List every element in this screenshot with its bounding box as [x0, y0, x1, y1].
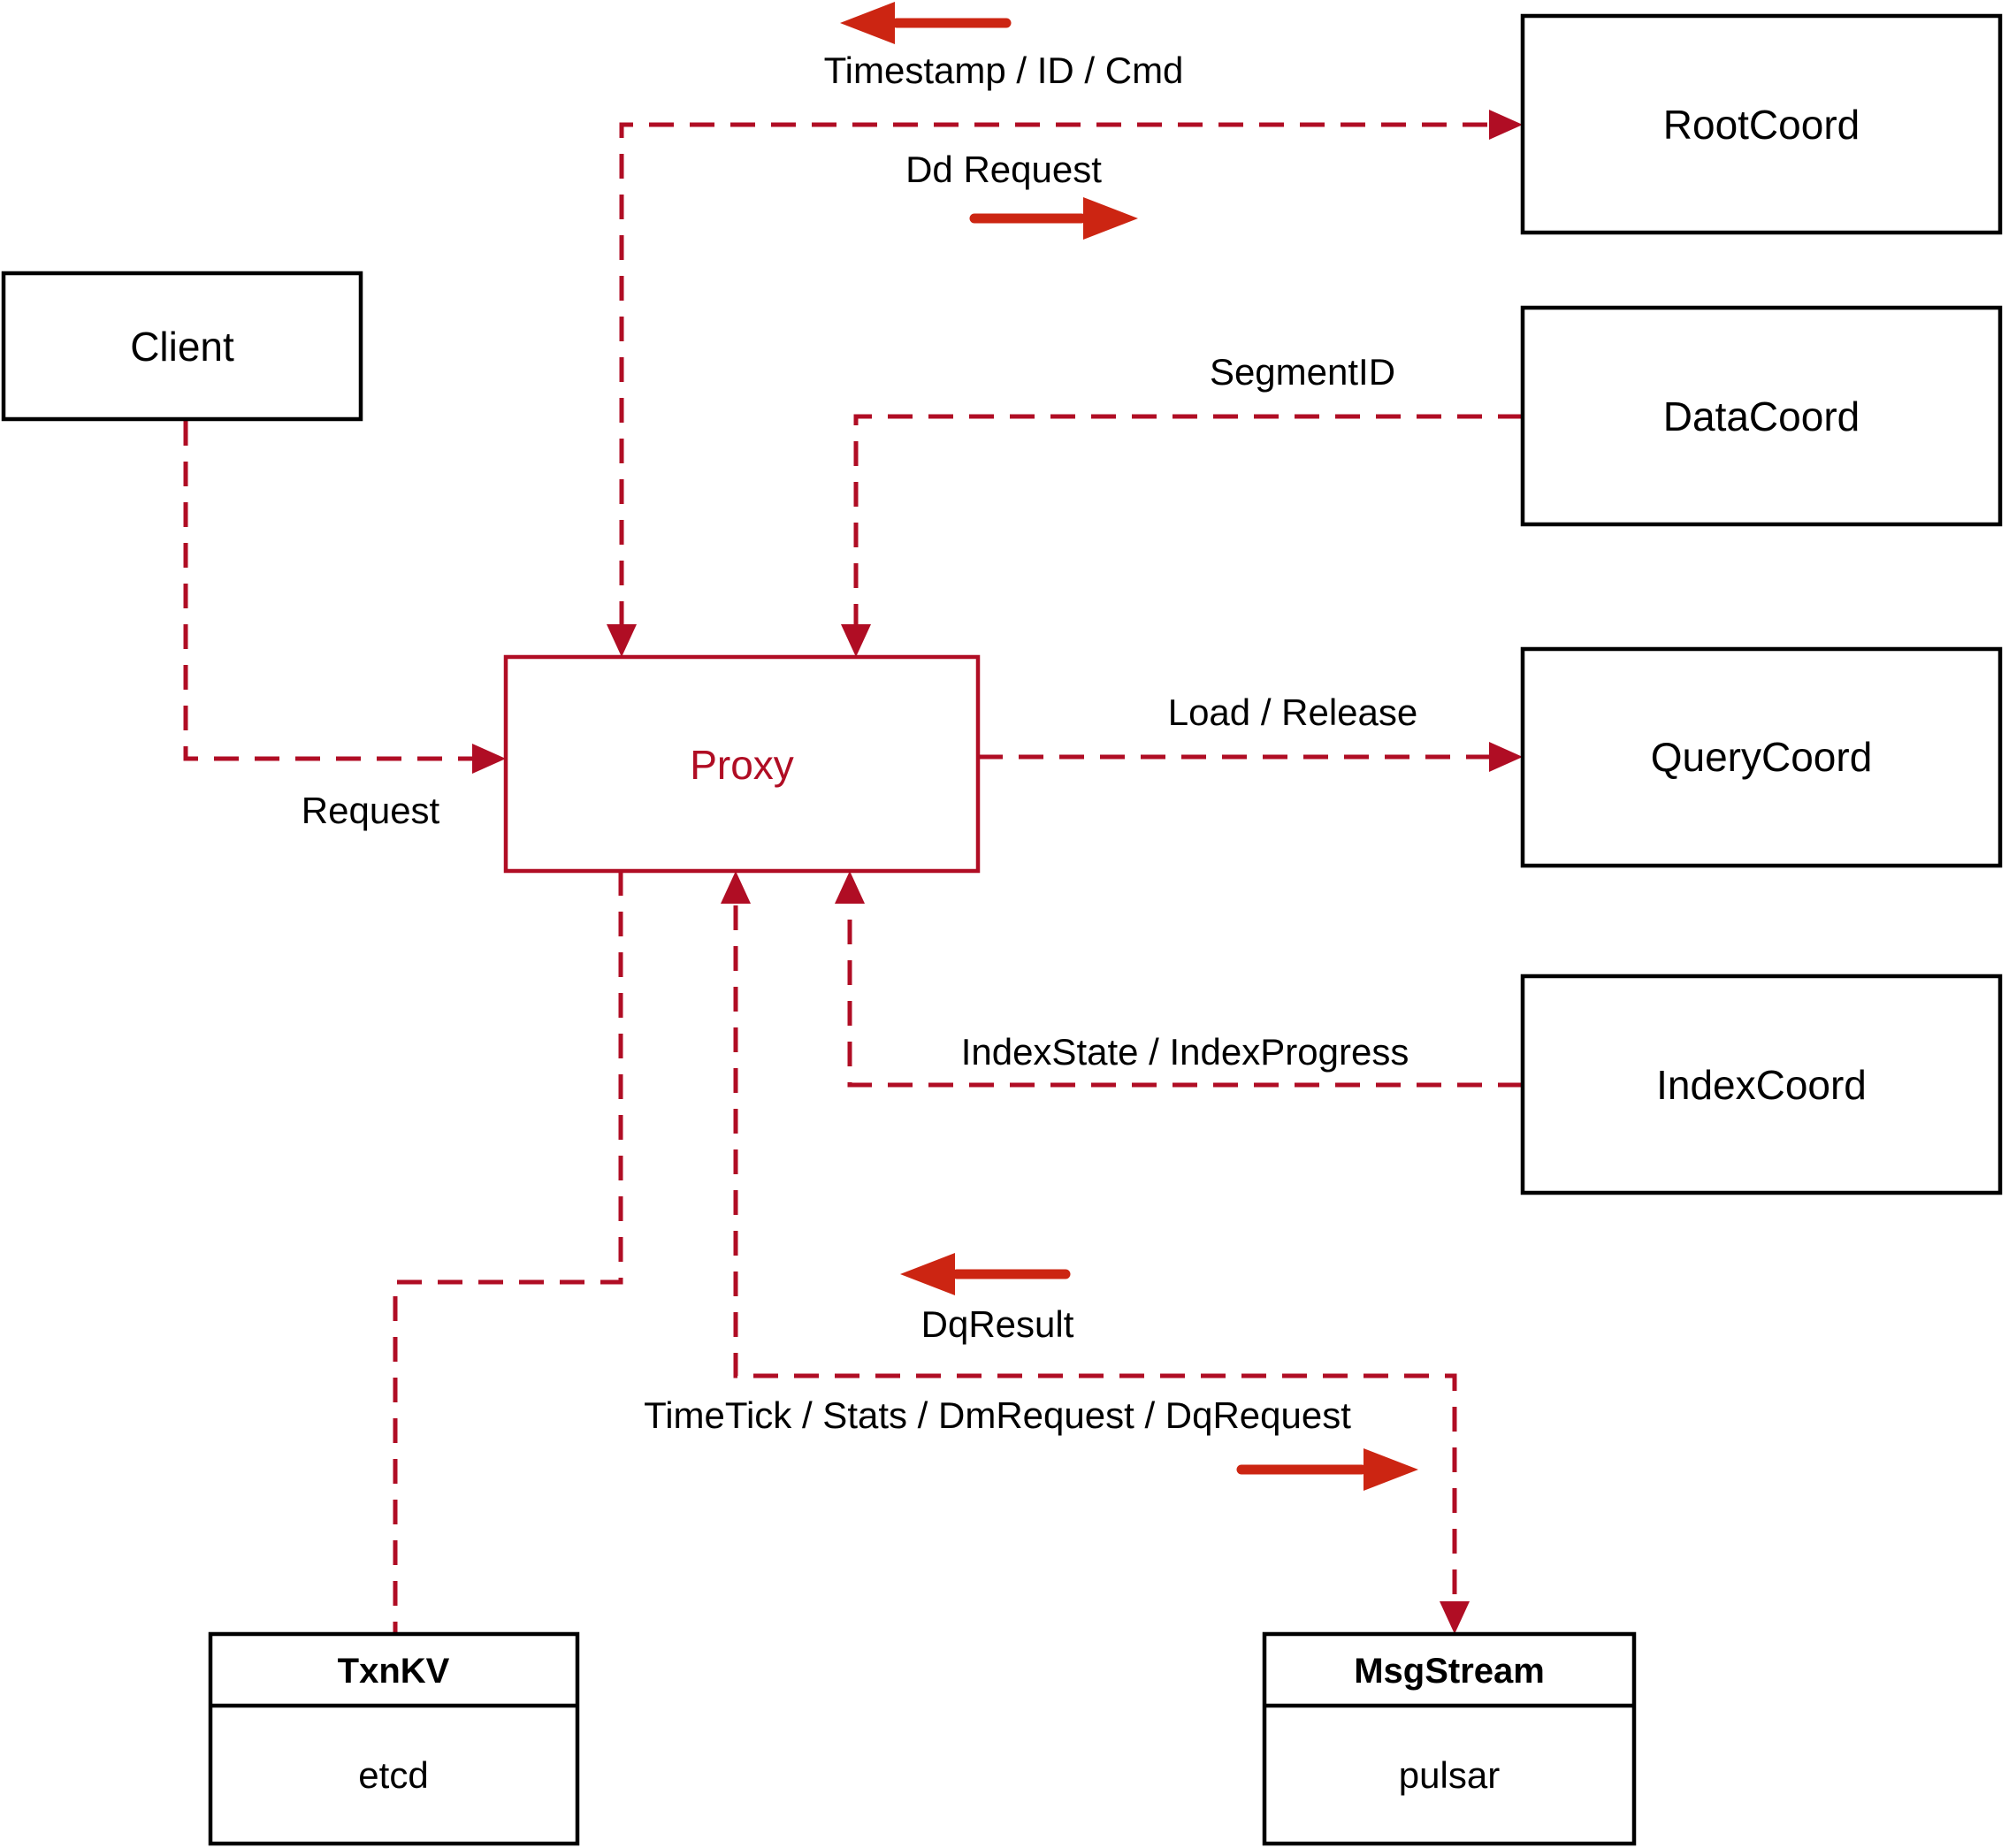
msgstream-node: MsgStream pulsar [1262, 1631, 1637, 1846]
edge-proxy-msgstream [721, 871, 1470, 1634]
msgstream-box [1262, 1631, 1637, 1846]
proxy-box [503, 654, 981, 874]
load-release-label: Load / Release [1168, 691, 1418, 733]
left-arrow-icon [900, 1253, 955, 1295]
time-tick-stats-label: TimeTick / Stats / DmRequest / DqRequest [644, 1394, 1351, 1436]
msgstream-title: MsgStream [1354, 1652, 1545, 1691]
edge-proxy-rootcoord-line [619, 122, 1491, 626]
arrowhead-into-rootcoord [1489, 110, 1523, 140]
querycoord-box [1520, 646, 2003, 868]
edge-proxy-msgstream-line [733, 905, 1457, 1600]
edge-proxy-to-txnkv-line [393, 871, 623, 1632]
rootcoord-box [1520, 13, 2003, 235]
dq-result-direction-arrow-left [900, 1253, 1071, 1295]
segment-id-label: SegmentID [1210, 351, 1395, 393]
proxy-label: Proxy [690, 742, 794, 788]
datacoord-label: DataCoord [1663, 393, 1860, 439]
request-label: Request [302, 790, 440, 831]
indexcoord-box [1520, 974, 2003, 1195]
index-state-progress-label: IndexState / IndexProgress [961, 1031, 1409, 1073]
datacoord-box [1520, 305, 2003, 527]
dd-request-direction-arrow-right [969, 197, 1138, 240]
datacoord-node: DataCoord [1520, 305, 2003, 527]
arrowhead-into-proxy-bottom-right [835, 871, 865, 904]
left-arrow-icon [840, 2, 895, 44]
edge-proxy-to-querycoord [978, 742, 1523, 772]
arrowhead-into-proxy-top-right [841, 624, 871, 657]
arrowhead-into-proxy-left [472, 744, 506, 774]
client-label: Client [130, 324, 234, 370]
edge-proxy-to-txnkv [393, 871, 623, 1632]
edge-datacoord-to-proxy [841, 414, 1523, 657]
edge-indexcoord-to-proxy-line [847, 905, 1523, 1088]
msgstream-impl-label: pulsar [1399, 1754, 1500, 1796]
timestamp-id-cmd-label: Timestamp / ID / Cmd [824, 50, 1184, 91]
edge-proxy-rootcoord [607, 110, 1523, 657]
querycoord-label: QueryCoord [1651, 734, 1873, 780]
timestamp-direction-arrow-left [840, 2, 1012, 44]
arrowhead-into-proxy-bottom-left [721, 871, 751, 904]
proxy-node: Proxy [503, 654, 981, 874]
dq-result-label: DqResult [921, 1303, 1074, 1345]
right-arrow-icon [1083, 197, 1138, 240]
client-node: Client [1, 271, 363, 422]
edge-datacoord-to-proxy-line [853, 414, 1523, 626]
client-box [1, 271, 363, 422]
indexcoord-label: IndexCoord [1656, 1062, 1867, 1108]
indexcoord-node: IndexCoord [1520, 974, 2003, 1195]
arrowhead-into-proxy-top-left [607, 624, 637, 657]
txnkv-node: TxnKV etcd [208, 1631, 580, 1846]
edge-client-to-proxy [183, 421, 506, 774]
txnkv-title: TxnKV [338, 1652, 450, 1691]
querycoord-node: QueryCoord [1520, 646, 2003, 868]
time-tick-direction-arrow-right [1236, 1448, 1418, 1491]
dd-request-label: Dd Request [905, 149, 1102, 190]
right-arrow-icon [1364, 1448, 1418, 1491]
edge-client-to-proxy-line [183, 421, 474, 761]
rootcoord-node: RootCoord [1520, 13, 2003, 235]
txnkv-box [208, 1631, 580, 1846]
arrowhead-into-msgstream [1440, 1601, 1470, 1634]
rootcoord-label: RootCoord [1663, 102, 1860, 148]
arrowhead-into-querycoord [1489, 742, 1523, 772]
txnkv-impl-label: etcd [358, 1754, 428, 1796]
edge-indexcoord-to-proxy [835, 871, 1523, 1088]
